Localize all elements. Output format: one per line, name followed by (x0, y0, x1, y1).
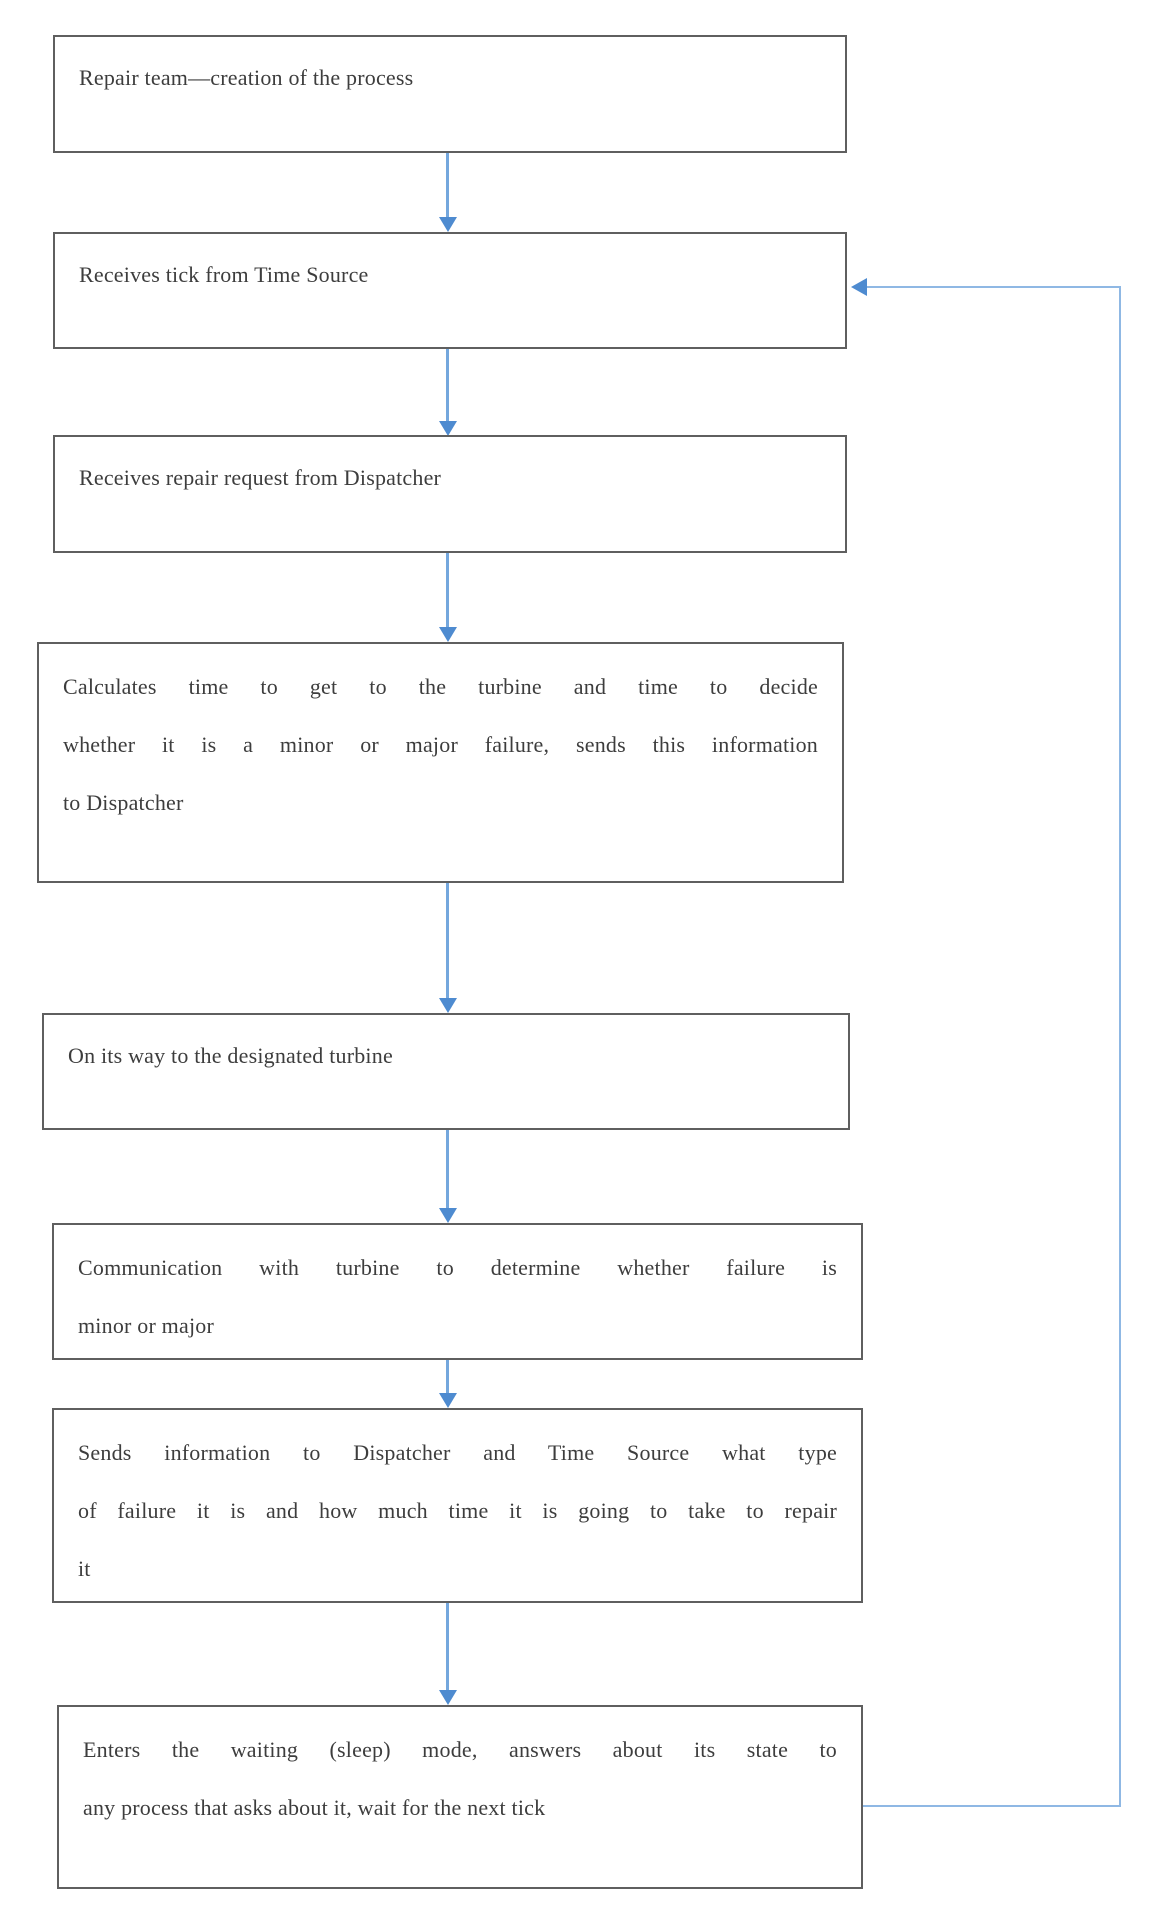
flow-box-on-its-way: On its way to the designated turbine (42, 1013, 850, 1130)
arrow-3-line (446, 553, 449, 627)
arrow-7-down-arrowhead-icon (439, 1690, 457, 1705)
box-text-line: whether it is a minor or major failure, … (63, 732, 818, 757)
box-text-line: any process that asks about it, wait for… (83, 1795, 546, 1820)
arrow-6-line (446, 1360, 449, 1393)
arrow-4-line (446, 883, 449, 998)
box-text: Receives repair request from Dispatcher (79, 465, 442, 490)
box-text-line: Communication with turbine to determine … (78, 1255, 837, 1280)
box-text-line: to Dispatcher (63, 790, 184, 815)
flow-box-receives-repair-request: Receives repair request from Dispatcher (53, 435, 847, 553)
arrow-1-line (446, 153, 449, 217)
loop-top-segment (867, 286, 1121, 288)
flow-box-repair-team-creation: Repair team—creation of the process (53, 35, 847, 153)
arrow-6-down-arrowhead-icon (439, 1393, 457, 1408)
flow-box-enters-waiting-mode: Enters the waiting (sleep) mode, answers… (57, 1705, 863, 1889)
box-text-line: Sends information to Dispatcher and Time… (78, 1440, 837, 1465)
loop-bottom-segment (863, 1805, 1121, 1807)
arrow-5-line (446, 1130, 449, 1208)
arrow-4-down-arrowhead-icon (439, 998, 457, 1013)
box-text: Receives tick from Time Source (79, 262, 369, 287)
flow-box-sends-information: Sends information to Dispatcher and Time… (52, 1408, 863, 1603)
arrow-2-line (446, 349, 449, 421)
box-text-line: of failure it is and how much time it is… (78, 1498, 837, 1523)
loop-left-arrowhead-icon (851, 278, 867, 296)
box-text-line: minor or major (78, 1313, 214, 1338)
arrow-7-line (446, 1603, 449, 1690)
box-text: On its way to the designated turbine (68, 1043, 393, 1068)
flow-box-calculates-time: Calculates time to get to the turbine an… (37, 642, 844, 883)
flow-box-communication-with-turbine: Communication with turbine to determine … (52, 1223, 863, 1360)
box-text-line: it (78, 1556, 91, 1581)
box-text-line: Calculates time to get to the turbine an… (63, 674, 818, 699)
flow-box-receives-tick: Receives tick from Time Source (53, 232, 847, 349)
arrow-1-down-arrowhead-icon (439, 217, 457, 232)
box-text-line: Enters the waiting (sleep) mode, answers… (83, 1737, 837, 1762)
arrow-2-down-arrowhead-icon (439, 421, 457, 436)
loop-vertical-segment (1119, 286, 1121, 1807)
arrow-5-down-arrowhead-icon (439, 1208, 457, 1223)
box-text: Repair team—creation of the process (79, 65, 414, 90)
arrow-3-down-arrowhead-icon (439, 627, 457, 642)
